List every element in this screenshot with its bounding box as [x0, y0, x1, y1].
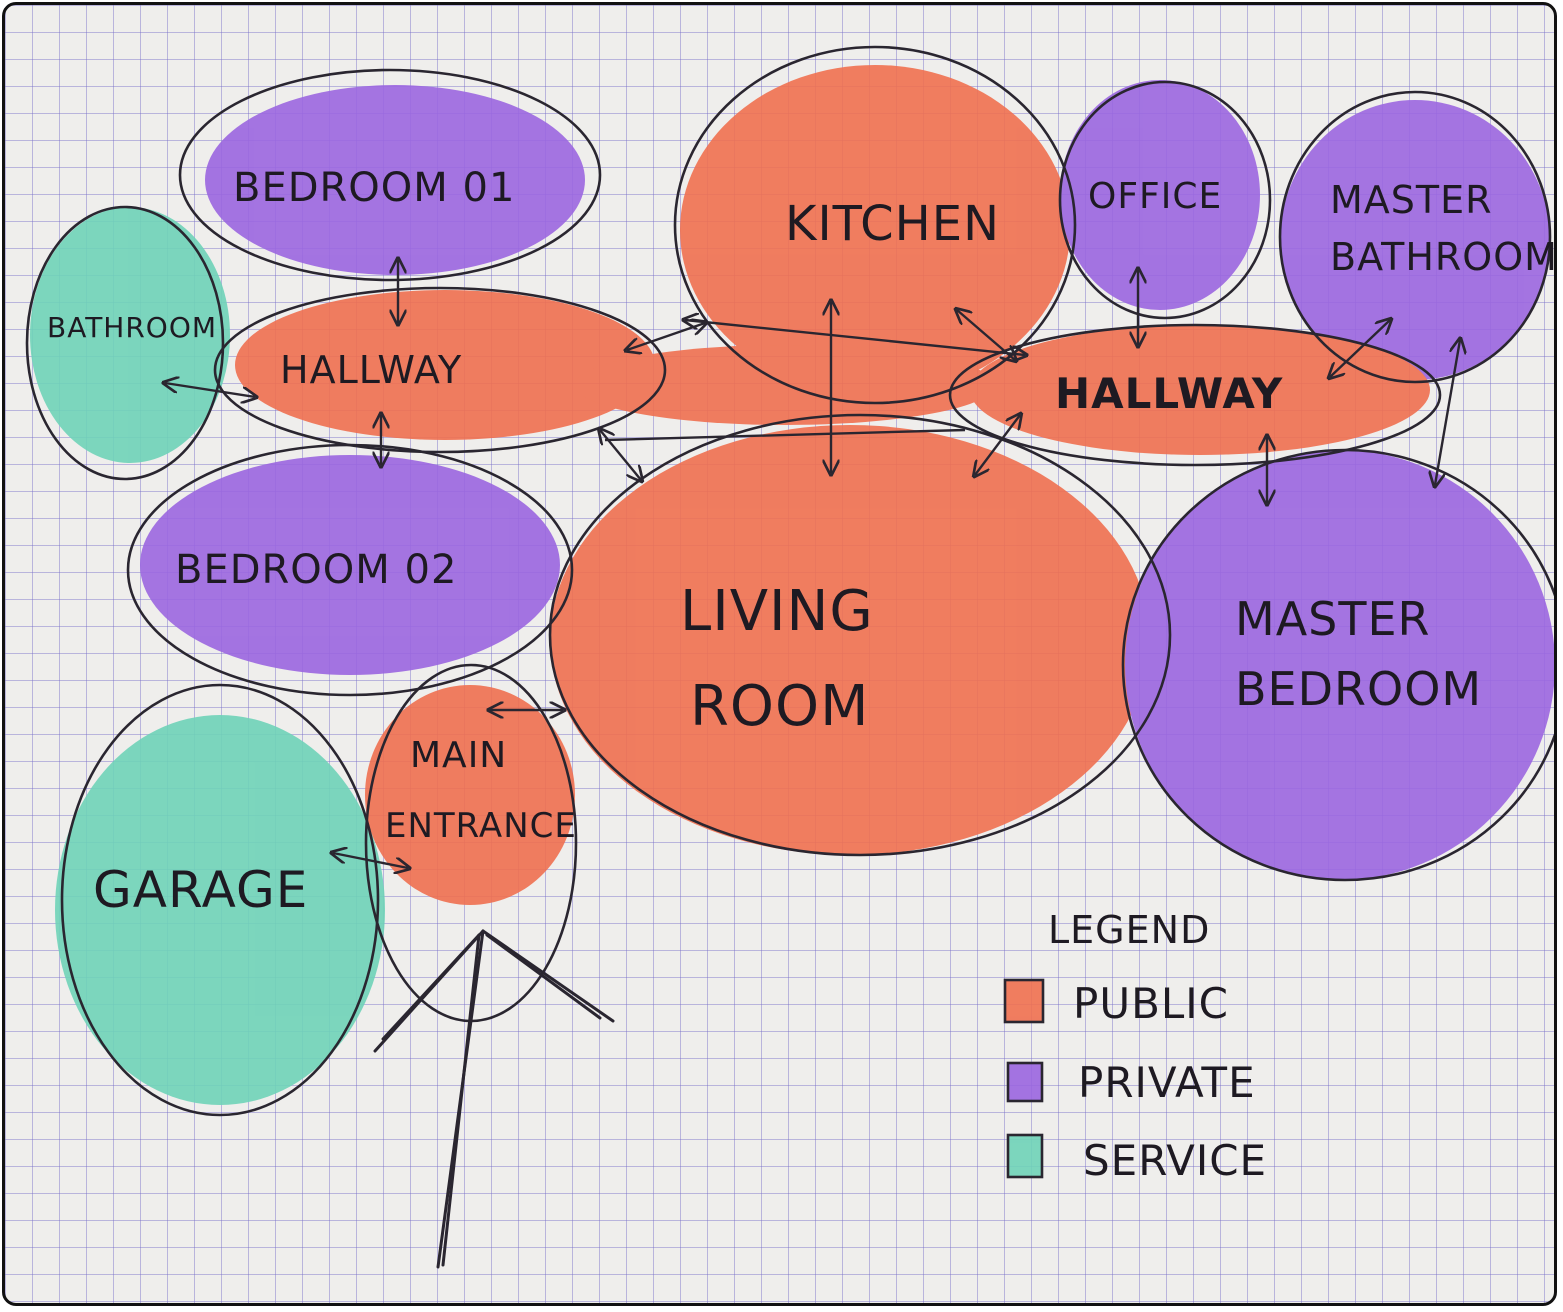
fill-living-room	[550, 425, 1150, 855]
legend-swatch-public	[1005, 980, 1043, 1022]
fill-bedroom-02	[140, 455, 560, 675]
arrow-garage-entrance	[333, 853, 408, 868]
label-bedroom-02: BEDROOM 02	[175, 547, 457, 593]
outline-living-room	[548, 413, 1172, 857]
fill-hallway-right	[970, 325, 1430, 455]
fill-master-bedroom	[1125, 450, 1554, 880]
outline-master-bathroom	[1278, 90, 1552, 384]
legend: LEGEND PUBLIC PRIVATE SERVICE	[1048, 908, 1267, 1185]
label-hallway-right: HALLWAY	[1055, 369, 1283, 418]
label-master-bathroom-2: BATHROOM	[1330, 235, 1557, 279]
outline-master-bedroom	[1121, 448, 1554, 882]
fill-bedroom-01	[205, 85, 585, 275]
arrow-kitchen-hallway	[957, 310, 1015, 360]
room-labels: BEDROOM 01 BATHROOM HALLWAY KITCHEN OFFI…	[47, 165, 1557, 919]
label-main-entrance-1: MAIN	[410, 735, 507, 776]
fill-garage	[55, 715, 385, 1105]
label-master-bedroom-2: BEDROOM	[1235, 662, 1482, 716]
outline-hallway-left	[213, 286, 667, 454]
fill-office	[1060, 80, 1260, 310]
outline-bedroom-02	[126, 443, 574, 697]
label-bathroom: BATHROOM	[47, 311, 217, 344]
label-living-room-1: LIVING	[680, 579, 874, 644]
fill-main-entrance	[365, 685, 575, 905]
label-living-room-2: ROOM	[690, 674, 869, 739]
outline-bathroom	[25, 205, 225, 481]
label-garage: GARAGE	[93, 861, 308, 919]
arrow-bathroom-hallway	[165, 383, 255, 397]
legend-label-public: PUBLIC	[1073, 979, 1229, 1028]
label-master-bathroom-1: MASTER	[1330, 178, 1493, 222]
arrow-masterbath-masterbed	[1435, 340, 1460, 485]
label-master-bedroom-1: MASTER	[1235, 592, 1430, 646]
legend-swatch-private	[1008, 1063, 1042, 1101]
bubble-diagram: BEDROOM 01 BATHROOM HALLWAY KITCHEN OFFI…	[25, 45, 1557, 1269]
legend-label-private: PRIVATE	[1078, 1058, 1256, 1107]
label-office: OFFICE	[1088, 176, 1222, 217]
fill-hallway-left	[235, 290, 655, 440]
legend-label-service: SERVICE	[1083, 1136, 1267, 1185]
arrow-living-hallway	[975, 415, 1020, 475]
label-hallway-left: HALLWAY	[280, 348, 462, 392]
fill-master-bathroom	[1280, 100, 1550, 380]
bubble-outlines	[25, 45, 1554, 1179]
entry-approach-arrow	[373, 929, 615, 1269]
legend-swatch-service	[1008, 1135, 1042, 1177]
outline-office	[1058, 80, 1272, 320]
label-main-entrance-2: ENTRANCE	[385, 806, 577, 846]
arrow-hallway-masterbath	[1330, 320, 1390, 377]
arrow-hallway-living	[600, 430, 641, 480]
legend-title: LEGEND	[1048, 908, 1210, 952]
label-bedroom-01: BEDROOM 01	[233, 165, 515, 211]
label-kitchen: KITCHEN	[785, 196, 1000, 252]
outline-kitchen	[673, 45, 1077, 405]
circulation-arrows	[165, 260, 1460, 868]
arrow-corridor-2	[604, 428, 966, 442]
outline-garage	[60, 683, 380, 1117]
